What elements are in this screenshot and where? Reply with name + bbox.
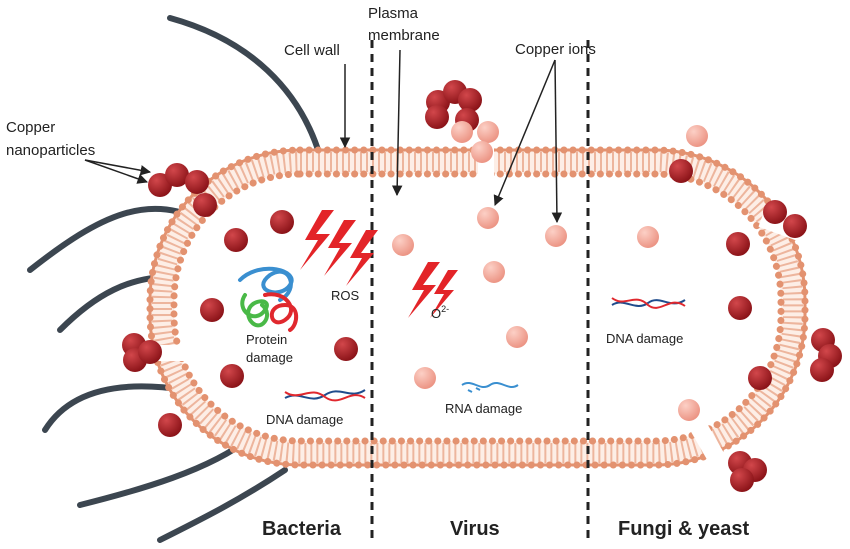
copper-ion: [451, 121, 473, 143]
pore-fungi-bottom: [691, 423, 727, 467]
label-protein-damage-2: damage: [246, 350, 293, 365]
arrow-copper-ion-2: [551, 59, 563, 224]
copper-nanoparticle: [165, 163, 189, 187]
label-protein-damage-1: Protein: [246, 332, 287, 347]
label-copper-nanoparticles-1: Copper: [6, 119, 55, 136]
label-plasma-membrane-1: Plasma: [368, 5, 419, 22]
flagellum-lower-left: [42, 383, 188, 433]
arrow-nanoparticles-2: [84, 159, 148, 184]
copper-nanoparticle: [200, 298, 224, 322]
label-ros: ROS: [331, 288, 360, 303]
ros-lightning: [300, 210, 458, 318]
copper-ion: [392, 234, 414, 256]
protein-damage-icon: [238, 266, 299, 332]
copper-nanoparticle: [220, 364, 244, 388]
copper-nanoparticle: [138, 340, 162, 364]
membrane-inner-heads: [170, 170, 785, 445]
copper-ion: [678, 399, 700, 421]
copper-nanoparticle: [728, 296, 752, 320]
copper-nanoparticle: [334, 337, 358, 361]
copper-ion: [477, 207, 499, 229]
copper-nanoparticle: [224, 228, 248, 252]
label-plasma-membrane-2: membrane: [368, 27, 440, 44]
arrow-copper-ion-1: [493, 59, 556, 206]
copper-nanoparticles: [122, 80, 842, 492]
copper-nanoparticle: [810, 358, 834, 382]
copper-nanoparticle: [270, 210, 294, 234]
label-copper-nanoparticles-2: nanoparticles: [6, 142, 95, 159]
copper-nanoparticle: [748, 366, 772, 390]
section-title-virus: Virus: [450, 518, 500, 540]
copper-ion: [637, 226, 659, 248]
label-copper-ions: Copper ions: [515, 41, 596, 58]
annotation-arrows: [84, 49, 563, 224]
membrane-outer-heads: [146, 146, 809, 469]
rna-helix-icon: [461, 382, 519, 393]
copper-nanoparticle: [425, 105, 449, 129]
copper-nanoparticle: [185, 170, 209, 194]
dna-helix-icon: [284, 389, 366, 402]
lightning-icon: [300, 210, 334, 270]
lightning-icon: [430, 270, 458, 318]
copper-nanoparticle: [669, 159, 693, 183]
copper-ion: [414, 367, 436, 389]
lightning-icon: [408, 262, 440, 318]
flagellum-bottom: [157, 467, 288, 543]
section-title-bacteria: Bacteria: [262, 518, 342, 540]
superoxide-superscript: 2-: [441, 304, 449, 314]
copper-nanoparticle: [193, 193, 217, 217]
copper-nanoparticle: [763, 200, 787, 224]
arrow-plasma-membrane: [391, 49, 403, 197]
label-dna-damage-fungi: DNA damage: [606, 331, 683, 346]
label-cell-wall: Cell wall: [284, 42, 340, 59]
copper-ion: [483, 261, 505, 283]
copper-nanoparticle: [730, 468, 754, 492]
lightning-icon: [346, 230, 378, 286]
superoxide-base: O: [431, 306, 441, 321]
dna-helix-icon: [611, 297, 686, 309]
copper-nanoparticle: [783, 214, 807, 238]
label-superoxide: O2-: [431, 304, 449, 321]
copper-ion: [477, 121, 499, 143]
copper-ion: [545, 225, 567, 247]
flagellum-top: [167, 15, 323, 159]
copper-nanoparticle: [458, 88, 482, 112]
copper-ion: [506, 326, 528, 348]
copper-ions: [392, 121, 708, 421]
lightning-icon: [324, 220, 356, 276]
copper-ion: [686, 125, 708, 147]
copper-ion: [471, 141, 493, 163]
copper-nanoparticle: [726, 232, 750, 256]
arrow-nanoparticles-1: [84, 159, 152, 176]
copper-nanoparticle: [158, 413, 182, 437]
section-title-fungi: Fungi & yeast: [618, 518, 749, 540]
label-dna-damage-bacteria: DNA damage: [266, 412, 343, 427]
label-rna-damage: RNA damage: [445, 401, 522, 416]
